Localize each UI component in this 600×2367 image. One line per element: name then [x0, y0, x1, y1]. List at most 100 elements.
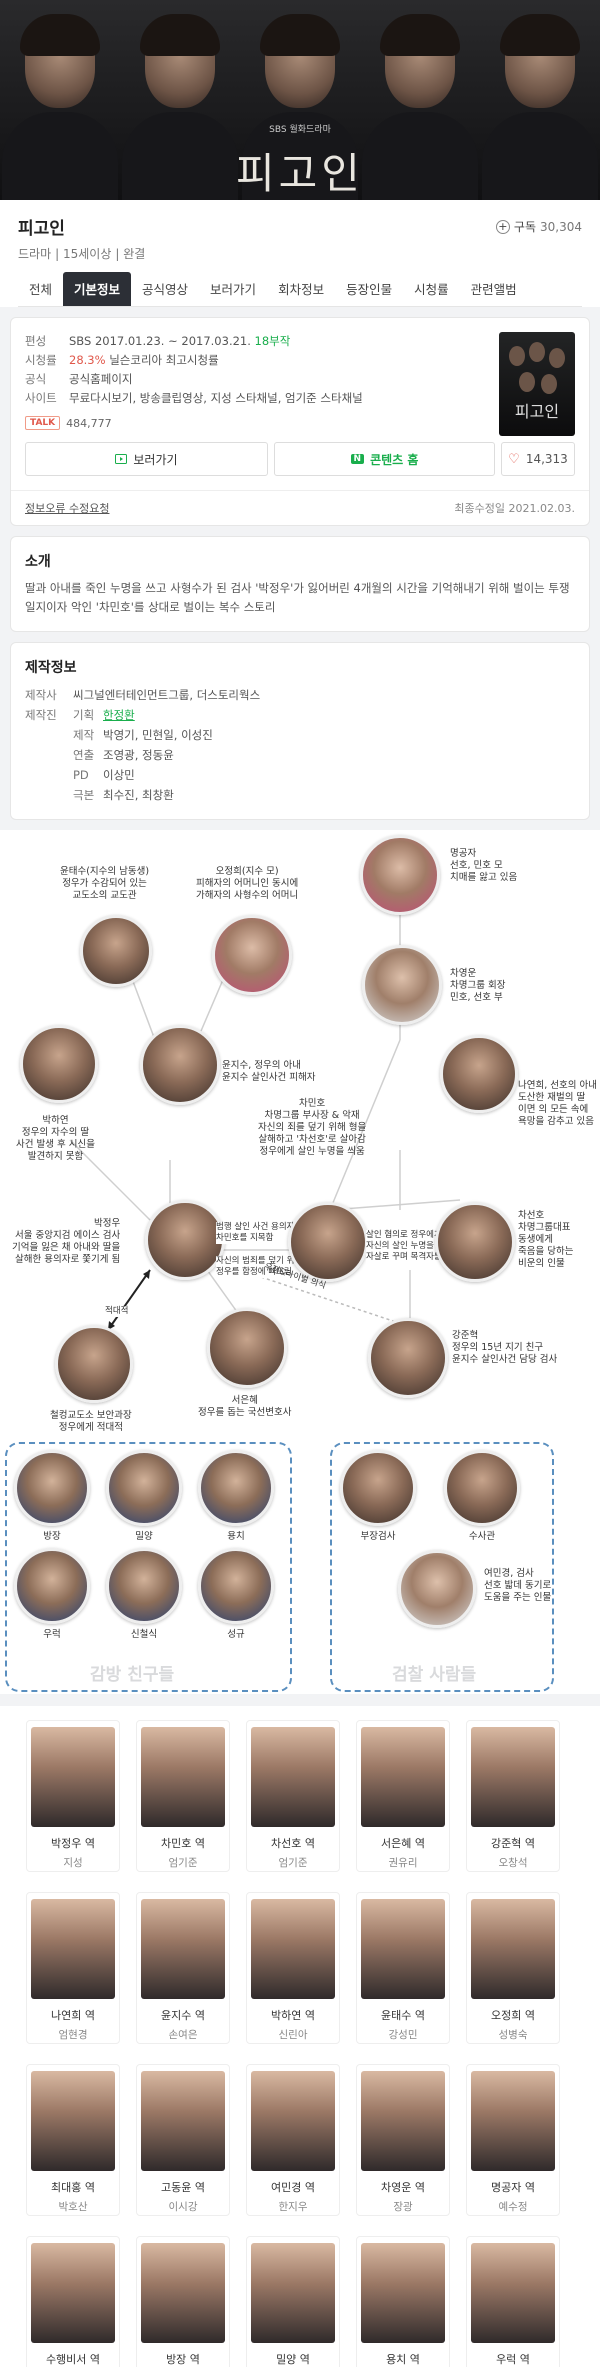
caption-choi-daehong: 철컹교도소 보안과장 정우에게 적대적 — [50, 1410, 132, 1433]
cast-role: 수행비서 역 — [45, 2353, 101, 2366]
subscribe-button[interactable]: + 구독 30,304 — [495, 218, 582, 235]
cast-photo — [31, 1899, 115, 1999]
node-yoon-taesu[interactable] — [80, 915, 152, 987]
node-na-yeonhui[interactable] — [440, 1035, 518, 1113]
cast-photo — [31, 2071, 115, 2171]
node-milyang[interactable]: 밀양 — [104, 1450, 184, 1542]
site-links[interactable]: 무료다시보기, 방송클립영상, 지성 스타채널, 엄기준 스타채널 — [69, 391, 363, 405]
tab-official-video[interactable]: 공식영상 — [142, 282, 189, 297]
cast-actor: 엄현경 — [58, 2029, 88, 2041]
node-seo-eunhye[interactable] — [207, 1308, 287, 1388]
watch-button[interactable]: 보러가기 — [25, 442, 268, 476]
node-cha-minho[interactable] — [288, 1202, 368, 1282]
staff-planner[interactable]: 한정환 — [103, 708, 135, 722]
tab-all[interactable]: 전체 — [29, 282, 53, 297]
cast-role: 차선호 역 — [271, 1837, 315, 1850]
node-chief-prosecutor[interactable]: 부장검사 — [338, 1450, 418, 1542]
show-header: 피고인 + 구독 30,304 드라마| 15세이상| 완결 전체 기본정보 공… — [0, 200, 600, 307]
content-home-button[interactable]: N 콘텐츠 홈 — [273, 442, 495, 476]
staff-pd: 이상민 — [103, 768, 135, 782]
cast-photo — [31, 2243, 115, 2343]
cast-photo — [31, 1727, 115, 1827]
cast-photo — [141, 2243, 225, 2343]
node-yongchi[interactable]: 용치 — [196, 1450, 276, 1542]
info-row-broadcast: 편성 SBS 2017.01.23. ~ 2017.03.21. 18부작 — [25, 334, 291, 348]
node-bangjang[interactable]: 방장 — [12, 1450, 92, 1542]
cast-actor: 이시강 — [168, 2201, 198, 2213]
production-company: 씨그널엔터테인먼트그룹, 더스토리웍스 — [73, 688, 261, 702]
caption-cha-seonho: 차선호 차명그룹대표 동생에게 죽음을 당하는 비운의 인물 — [518, 1210, 574, 1269]
cast-photo — [361, 1899, 445, 1999]
cast-card[interactable]: 밀양 역오승훈 — [246, 2236, 340, 2367]
poster-image[interactable]: 피고인 — [499, 332, 575, 436]
cast-actor: 한지우 — [278, 2201, 308, 2213]
node-seonggyu[interactable]: 성규 — [196, 1548, 276, 1640]
tab-basic-info[interactable]: 기본정보 — [63, 272, 132, 306]
official-homepage-link[interactable]: 공식홈페이지 — [69, 372, 133, 386]
cast-photo — [141, 1727, 225, 1827]
cast-card[interactable]: 용치 역오대환 — [356, 2236, 450, 2367]
caption-yeo-mingyeong: 여민경, 검사 선호 밟데 동기로 도움을 주는 인물 — [484, 1568, 552, 1603]
cast-photo — [141, 2071, 225, 2171]
cast-photo — [471, 1899, 555, 1999]
node-myung-gongja[interactable] — [360, 835, 440, 915]
cast-actor: 신린아 — [278, 2029, 308, 2041]
talk-row[interactable]: TALK 484,777 — [25, 416, 575, 430]
subscribe-label: 구독 — [513, 220, 536, 234]
node-yeo-mingyeong[interactable] — [398, 1550, 476, 1628]
poster-title: 피고인 — [514, 402, 560, 421]
node-kang-junhyeok[interactable] — [368, 1318, 448, 1398]
cast-role: 오정희 역 — [491, 2009, 535, 2022]
cast-card[interactable]: 수행비서 역김경남 — [26, 2236, 120, 2367]
tab-albums[interactable]: 관련앨범 — [470, 282, 517, 297]
node-cha-yeongun[interactable] — [362, 945, 442, 1025]
node-shin-cheolsik[interactable]: 신철식 — [104, 1548, 184, 1640]
tab-characters[interactable]: 등장인물 — [346, 282, 393, 297]
play-icon — [115, 454, 128, 464]
cast-role: 윤태수 역 — [381, 2009, 425, 2022]
cast-photo — [251, 1899, 335, 1999]
tab-episodes[interactable]: 회차정보 — [278, 282, 325, 297]
tab-watch[interactable]: 보러가기 — [210, 282, 257, 297]
node-park-hayeon[interactable] — [20, 1025, 98, 1103]
node-choi-daehong[interactable] — [55, 1325, 133, 1403]
cast-photo — [471, 2071, 555, 2171]
cast-photo — [361, 2071, 445, 2171]
node-ureok[interactable]: 우럭 — [12, 1548, 92, 1640]
caption-park-jeongwoo: 박정우 서울 중앙지검 에이스 검사 기억을 잃은 채 아내와 딸을 살해한 용… — [12, 1218, 121, 1265]
cast-card[interactable]: 우럭 역조재룡 — [466, 2236, 560, 2367]
production-title: 제작정보 — [25, 660, 77, 676]
node-oh-jeonghui[interactable] — [212, 915, 292, 995]
cast-actor: 장광 — [393, 2201, 413, 2213]
report-error-link[interactable]: 정보오류 수정요청 — [25, 502, 110, 515]
genre: 드라마 — [18, 247, 52, 261]
like-button[interactable]: ♡ 14,313 — [501, 442, 575, 476]
cast-role: 나연희 역 — [51, 2009, 95, 2022]
caption-yoon-jisu: 윤지수, 정우의 아내 윤지수 살인사건 피해자 — [222, 1060, 316, 1083]
box-prosecutors — [330, 1442, 554, 1692]
cast-card[interactable]: 방장 역윤용현 — [136, 2236, 230, 2367]
node-yoon-jisu[interactable] — [140, 1025, 220, 1105]
box-cellmates — [5, 1442, 292, 1692]
node-cha-seonho[interactable] — [435, 1202, 515, 1282]
heart-icon: ♡ — [508, 451, 520, 467]
node-park-jeongwoo[interactable] — [145, 1200, 225, 1280]
tab-ratings[interactable]: 시청률 — [414, 282, 449, 297]
page-title: 피고인 — [18, 219, 65, 239]
node-investigator[interactable]: 수사관 — [442, 1450, 522, 1542]
